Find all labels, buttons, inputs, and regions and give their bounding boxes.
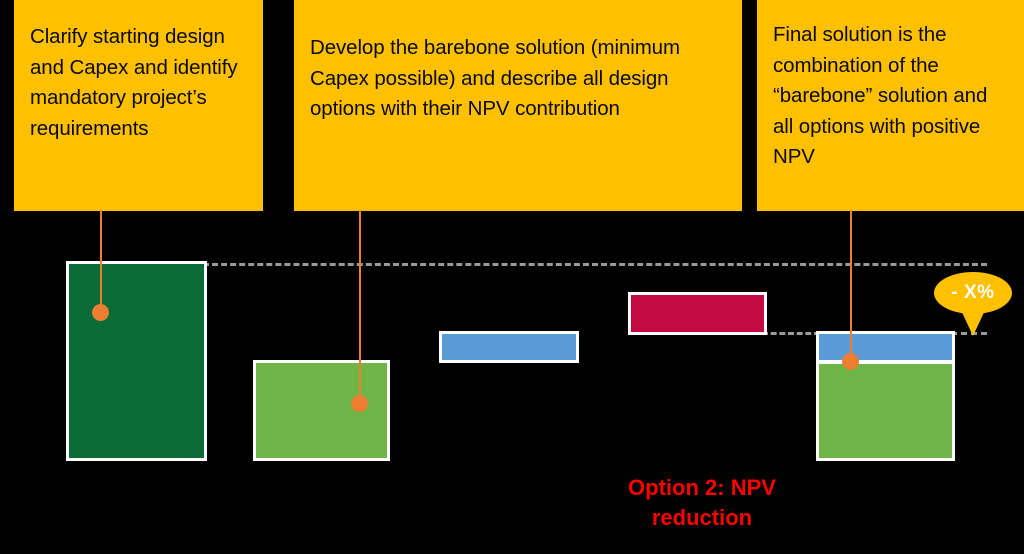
caption-option-2-npv-reduction: Option 2: NPV reduction <box>628 475 776 530</box>
callout-develop-barebone-solution: Develop the barebone solution (minimum C… <box>294 0 742 211</box>
bar-final-solution-barebone-segment <box>816 361 955 461</box>
callout-clarify-starting-design: Clarify starting design and Capex and id… <box>14 0 263 211</box>
bar-starting-design-capex <box>66 261 207 461</box>
connector-dot-callout-1 <box>92 304 109 321</box>
reference-line-starting-design-top <box>203 263 987 266</box>
bar-option-2-npv-reduction <box>628 292 767 335</box>
reference-line-final-top-left <box>762 332 820 335</box>
connector-dot-callout-3 <box>842 353 859 370</box>
bar-barebone-solution <box>253 360 390 461</box>
connector-stem-callout-1 <box>100 210 102 315</box>
savings-badge-label: - X% <box>934 272 1012 314</box>
connector-stem-callout-2 <box>359 210 361 406</box>
bar-option-1-npv-addition <box>439 331 579 363</box>
connector-stem-callout-3 <box>850 210 852 364</box>
callout-final-solution: Final solution is the combination of the… <box>757 0 1024 211</box>
savings-badge: - X% <box>934 272 1012 340</box>
down-arrow-icon <box>960 308 986 336</box>
connector-dot-callout-2 <box>351 395 368 412</box>
